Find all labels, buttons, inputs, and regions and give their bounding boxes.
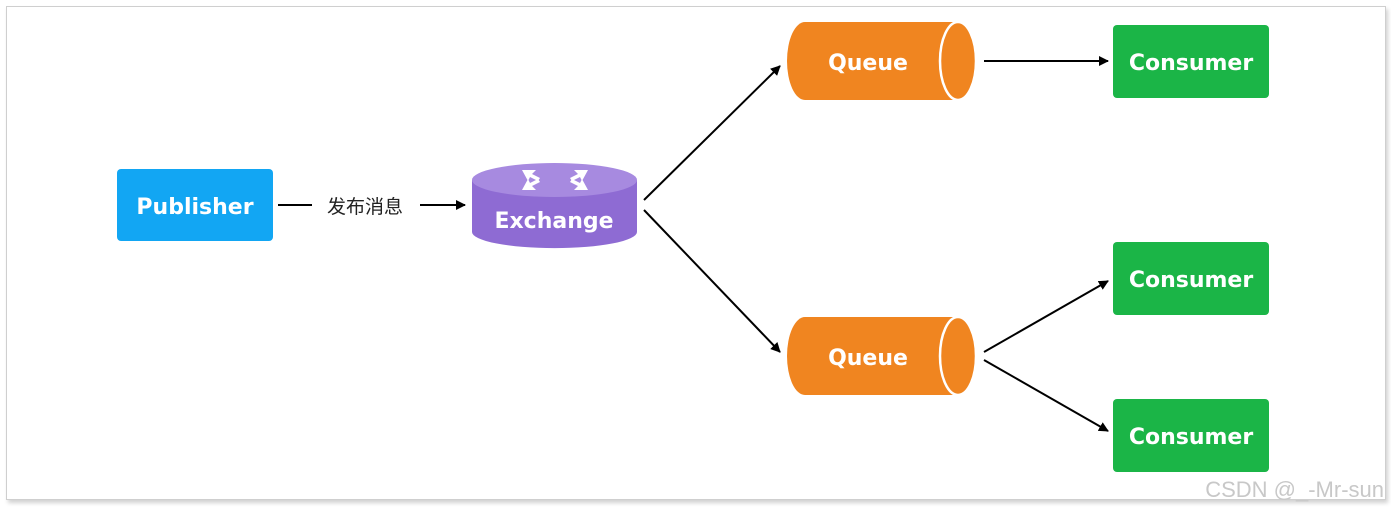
queue-end-cap [938,20,978,102]
consumer-label: Consumer [1129,268,1254,293]
edge-publish-label: 发布消息 [327,196,403,218]
queue-label: Queue [828,51,908,76]
watermark: CSDN @_-Mr-sun [1205,477,1384,502]
consumer-label: Consumer [1129,425,1254,450]
consumer-box [1113,25,1269,98]
edge-queue2-consumer3 [983,359,1109,432]
edge-queue2-consumer2 [983,280,1109,353]
publisher-label: Publisher [136,195,253,220]
queue-body [787,317,976,395]
queue-node-2: Queue [787,315,978,397]
consumer-box [1113,242,1269,315]
consumer-node-3: Consumer [1113,399,1269,472]
consumer-node-2: Consumer [1113,242,1269,315]
publisher-node: Publisher [117,169,273,241]
edge-exchange-queue-1 [643,65,781,201]
exchange-node: Exchange [472,163,637,249]
edge-exchange-queue-2 [643,209,781,353]
consumer-box [1113,399,1269,472]
router-icon [522,170,588,190]
publisher-box [117,169,273,241]
queue-label: Queue [828,346,908,371]
queue-node-1: Queue [787,20,978,102]
consumer-node-1: Consumer [1113,25,1269,98]
consumer-label: Consumer [1129,51,1254,76]
exchange-top [472,163,637,197]
queue-end-cap [938,315,978,397]
exchange-body [472,180,637,249]
queue-body [787,22,976,100]
edge-publisher-exchange: 发布消息 [278,196,466,218]
exchange-label: Exchange [494,209,613,234]
